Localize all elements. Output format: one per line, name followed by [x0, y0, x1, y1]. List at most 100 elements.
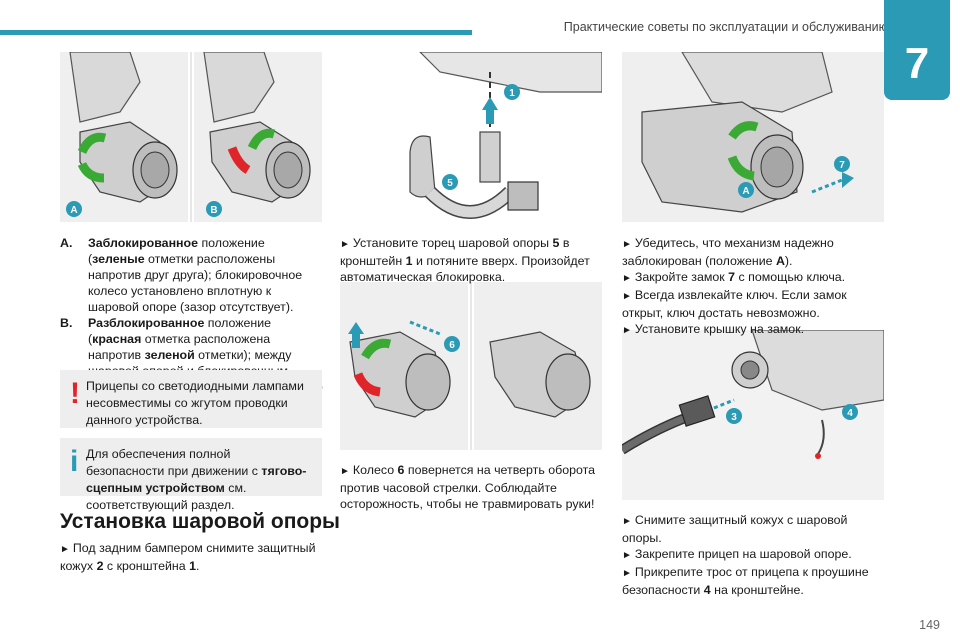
cable-attach-illustration: 3 4 [622, 330, 884, 500]
lock-key-illustration: A 7 [622, 52, 884, 222]
step-attach-trailer-text: Закрепите прицеп на шаровой опоре. [634, 547, 852, 561]
bullet-icon: ► [622, 273, 632, 284]
item-a-num: A. [60, 236, 73, 250]
step-close-lock-text2: с помощью ключа. [735, 270, 846, 284]
info-text1: Для обеспечения полной безопасности при … [86, 447, 262, 478]
callout-7 [834, 156, 850, 172]
bullet-icon: ► [622, 291, 632, 302]
step-cap-lock-text: Установите крышку на замок. [634, 322, 805, 336]
bullet-icon: ► [622, 516, 632, 527]
lock-positions-illustration: A B [60, 52, 322, 222]
step-wheel-turn-text1: Колесо [352, 463, 398, 477]
item-a-text2: отметки расположены напротив друг друга)… [88, 252, 303, 314]
step-insert-ball-n2: 1 [405, 254, 413, 268]
step-attach-cable-n1: 4 [703, 583, 711, 597]
step-wheel-turn-n1: 6 [397, 463, 405, 477]
figure-lock-key: A 7 [622, 52, 884, 222]
item-a: A.Заблокированное положение (зеленые отм… [60, 235, 324, 315]
section-title: Установка шаровой опоры [60, 510, 340, 533]
step-remove-ball-cover-text: Снимите защитный кожух с шаровой опоры. [622, 513, 848, 545]
callout-3-label: 3 [731, 412, 737, 423]
step-wheel-turn-text2: повернется на четверть оборота против ча… [340, 463, 596, 511]
column-2-step2: ►Колесо 6 повернется на четверть оборота… [340, 462, 604, 512]
step-attach-cable-text1: Прикрепите трос от прицепа к проушине бе… [622, 565, 869, 597]
item-a-strong: Заблокированное [88, 236, 199, 250]
callout-a-label: A [70, 205, 77, 216]
step-close-lock: ►Закройте замок 7 с помощью ключа. [622, 269, 886, 287]
step-remove-cover-n1: 2 [96, 559, 104, 573]
item-a-color: зеленые [92, 252, 145, 266]
step-remove-key: ►Всегда извлекайте ключ. Если замок откр… [622, 287, 886, 321]
callout-1 [504, 84, 520, 100]
figure-wheel-rotation: 6 [340, 282, 602, 450]
info-note: i Для обеспечения полной безопасности пр… [60, 438, 322, 512]
item-b-text1: положение ( [88, 316, 272, 346]
step-attach-cable: ►Прикрепите трос от прицепа к проушине б… [622, 564, 886, 598]
callout-5-label: 5 [447, 178, 453, 189]
bullet-icon: ► [340, 466, 350, 477]
column-2-step1: ►Установите торец шаровой опоры 5 в крон… [340, 235, 604, 285]
step-check-lock: ►Убедитесь, что механизм надежно заблоки… [622, 235, 886, 269]
step-remove-cover-text2: с кронштейна [103, 559, 190, 573]
step-remove-cover-n2: 1 [189, 559, 196, 573]
step-insert-ball-text2: в кронштейн [340, 236, 570, 268]
step-insert-ball-text1: Установите торец шаровой опоры [352, 236, 553, 250]
column-3-bottom: ►Снимите защитный кожух с шаровой опоры.… [622, 512, 886, 598]
item-b-num: B. [60, 316, 73, 330]
figure-ball-insertion: 1 5 [340, 52, 602, 222]
step-remove-cover-text1: Под задним бампером снимите защитный кож… [60, 541, 316, 573]
info-text2: см. соответствующий раздел. [86, 481, 247, 512]
step-cap-lock: ►Установите крышку на замок. [622, 321, 886, 339]
bullet-icon: ► [622, 239, 632, 250]
info-icon: i [70, 445, 79, 478]
warning-text: Прицепы со светодиодными лампами несовме… [86, 379, 304, 427]
step-check-lock-text2: ). [784, 254, 793, 268]
step-remove-cover-text3: . [195, 559, 200, 573]
item-b-strong: Разблокированное [88, 316, 205, 330]
callout-b [206, 201, 222, 217]
bullet-icon: ► [60, 544, 70, 555]
callout-7-label: 7 [839, 160, 845, 171]
step-attach-trailer: ►Закрепите прицеп на шаровой опоре. [622, 546, 886, 564]
step-insert-ball-text3: и потяните вверх. Произойдет автоматичес… [340, 254, 590, 284]
wheel-rotation-illustration: 6 [340, 282, 602, 450]
callout-b-label: B [210, 205, 217, 216]
step-close-lock-n1: 7 [728, 270, 736, 284]
callout-6 [444, 336, 460, 352]
column-3-top: ►Убедитесь, что механизм надежно заблоки… [622, 235, 886, 339]
warning-icon: ! [70, 377, 80, 410]
ball-insertion-illustration: 1 5 [409, 52, 602, 219]
step-close-lock-text1: Закройте замок [634, 270, 729, 284]
item-b-text2: отметка расположена напротив [88, 332, 271, 362]
info-text: Для обеспечения полной безопасности при … [86, 446, 312, 514]
callout-a [66, 201, 82, 217]
page-number: 149 [919, 618, 940, 632]
callout-4 [842, 404, 858, 420]
step-insert-ball-n1: 5 [552, 236, 560, 250]
header-bar [0, 30, 472, 35]
step-remove-ball-cover: ►Снимите защитный кожух с шаровой опоры. [622, 512, 886, 546]
callout-6-label: 6 [449, 340, 455, 351]
step-check-lock-n1: A [775, 254, 785, 268]
step-remove-key-text: Всегда извлекайте ключ. Если замок откры… [622, 288, 847, 320]
column-1-steps: ►Под задним бампером снимите защитный ко… [60, 540, 324, 574]
callout-3 [726, 408, 742, 424]
item-b-color2: зеленой [144, 348, 195, 362]
chapter-number: 7 [904, 39, 930, 88]
callout-4-label: 4 [847, 408, 853, 419]
bullet-icon: ► [622, 325, 632, 336]
warning-note: ! Прицепы со светодиодными лампами несов… [60, 370, 322, 428]
bullet-icon: ► [340, 239, 350, 250]
callout-a2 [738, 182, 754, 198]
bullet-icon: ► [622, 568, 632, 579]
item-b-color: красная [92, 332, 142, 346]
callout-a2-label: A [742, 186, 749, 197]
step-insert-ball: ►Установите торец шаровой опоры 5 в крон… [340, 235, 604, 285]
step-check-lock-text1: Убедитесь, что механизм надежно заблокир… [622, 236, 834, 268]
step-wheel-turn: ►Колесо 6 повернется на четверть оборота… [340, 462, 604, 512]
header-title: Практические советы по эксплуатации и об… [563, 20, 888, 34]
callout-5 [442, 174, 458, 190]
step-remove-cover: ►Под задним бампером снимите защитный ко… [60, 540, 324, 574]
callout-1-label: 1 [509, 88, 515, 99]
figure-cable-attach: 3 4 [622, 330, 884, 500]
